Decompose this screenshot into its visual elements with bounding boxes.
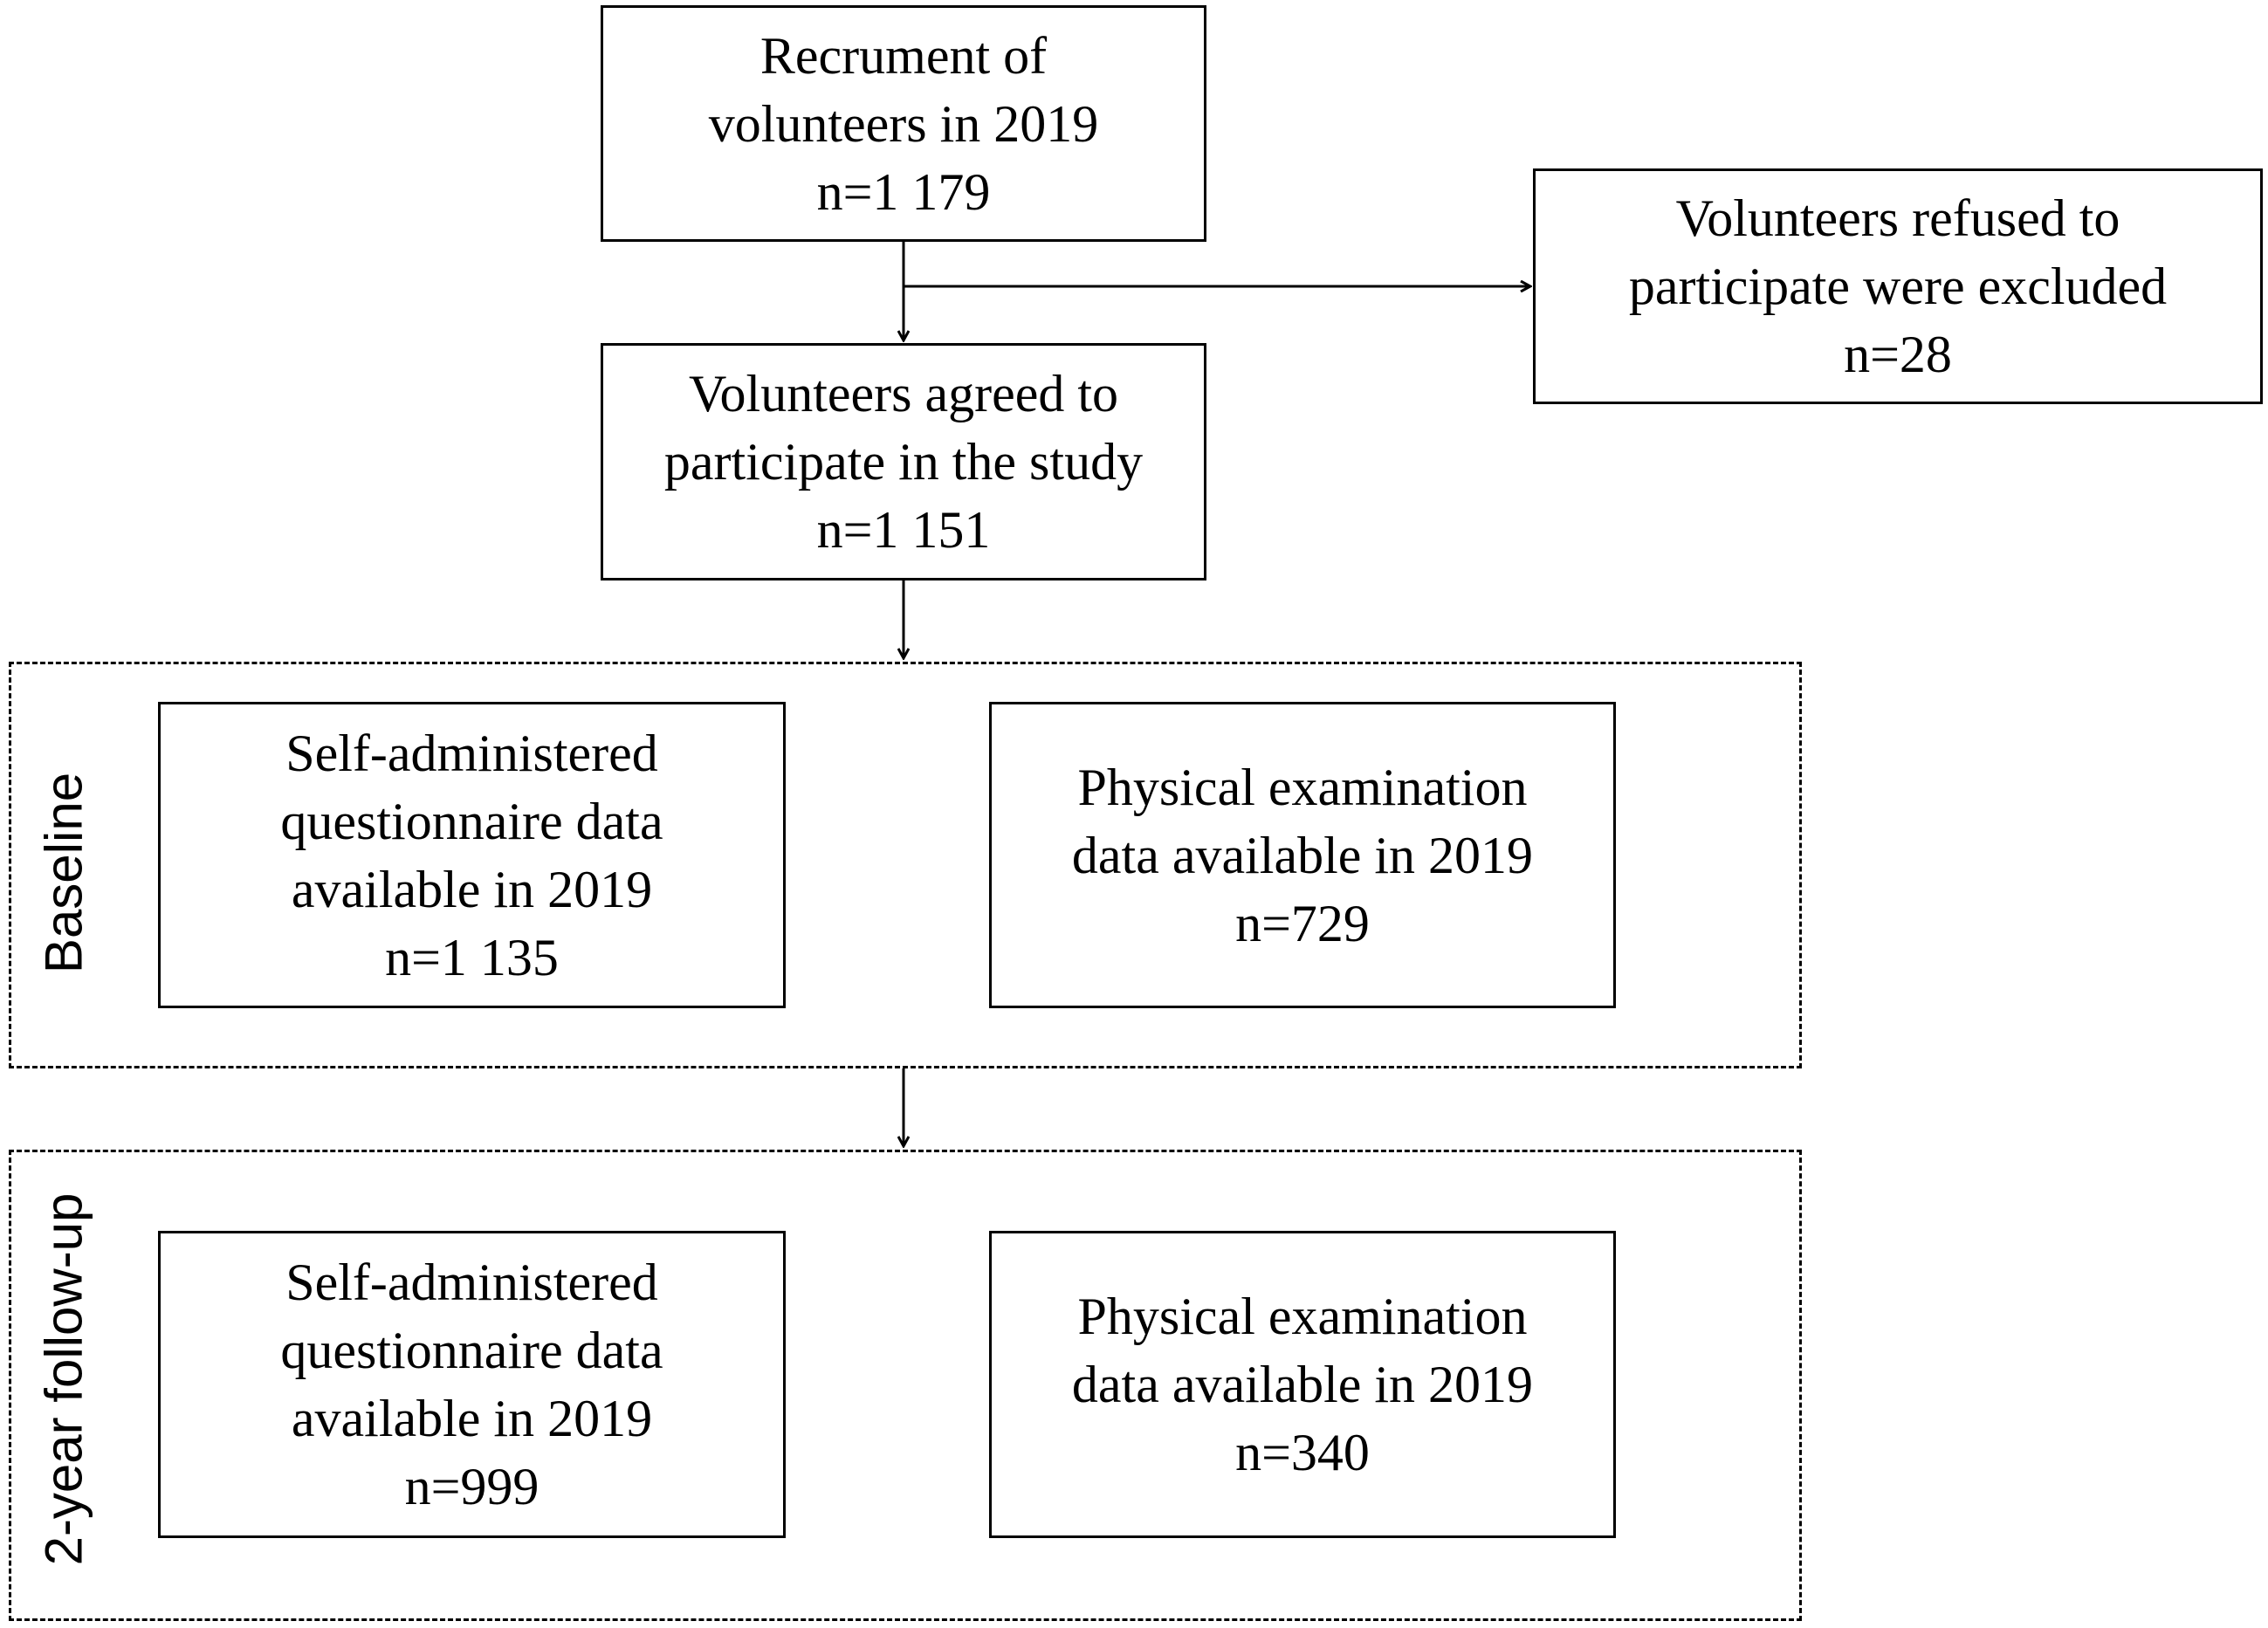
- refused-line-2: participate were excluded: [1628, 258, 2168, 315]
- followup-group: [9, 1150, 1802, 1621]
- recruitment-count: n=1 179: [816, 162, 991, 221]
- followup-physical-box: Physical examination data available in 2…: [989, 1231, 1616, 1538]
- baseline-group: [9, 662, 1802, 1068]
- recruitment-box: Recrument of volunteers in 2019 n=1 179: [601, 5, 1206, 242]
- refused-count: n=28: [1844, 326, 1952, 383]
- baseline-questionnaire-count: n=1 135: [385, 928, 559, 986]
- followup-questionnaire-line-2: questionnaire data: [280, 1322, 663, 1379]
- refused-line-1: Volunteers refused to: [1675, 189, 2120, 247]
- agreed-count: n=1 151: [816, 501, 991, 559]
- baseline-questionnaire-box: Self-administered questionnaire data ava…: [158, 702, 786, 1008]
- baseline-questionnaire-line-3: available in 2019: [291, 860, 653, 918]
- followup-questionnaire-line-3: available in 2019: [291, 1390, 653, 1447]
- followup-questionnaire-box: Self-administered questionnaire data ava…: [158, 1231, 786, 1538]
- agreed-line-1: Volunteers agreed to: [688, 365, 1119, 422]
- followup-physical-line-1: Physical examination: [1077, 1288, 1528, 1345]
- followup-physical-line-2: data available in 2019: [1071, 1356, 1534, 1413]
- baseline-questionnaire-line-2: questionnaire data: [280, 792, 663, 850]
- baseline-physical-count: n=729: [1235, 894, 1370, 952]
- agreed-line-2: participate in the study: [663, 433, 1144, 491]
- followup-questionnaire-line-1: Self-administered: [285, 1254, 658, 1311]
- baseline-physical-box: Physical examination data available in 2…: [989, 702, 1616, 1008]
- recruitment-line-2: volunteers in 2019: [708, 94, 1099, 153]
- refused-box: Volunteers refused to participate were e…: [1533, 168, 2263, 404]
- recruitment-line-1: Recrument of: [759, 26, 1048, 85]
- followup-group-label: 2-year follow-up: [34, 1192, 93, 1566]
- baseline-physical-line-2: data available in 2019: [1071, 826, 1534, 884]
- baseline-questionnaire-line-1: Self-administered: [285, 724, 658, 782]
- baseline-physical-line-1: Physical examination: [1077, 758, 1528, 816]
- followup-questionnaire-count: n=999: [404, 1458, 540, 1515]
- agreed-box: Volunteers agreed to participate in the …: [601, 343, 1206, 580]
- baseline-group-label: Baseline: [34, 772, 93, 974]
- followup-physical-count: n=340: [1235, 1424, 1370, 1481]
